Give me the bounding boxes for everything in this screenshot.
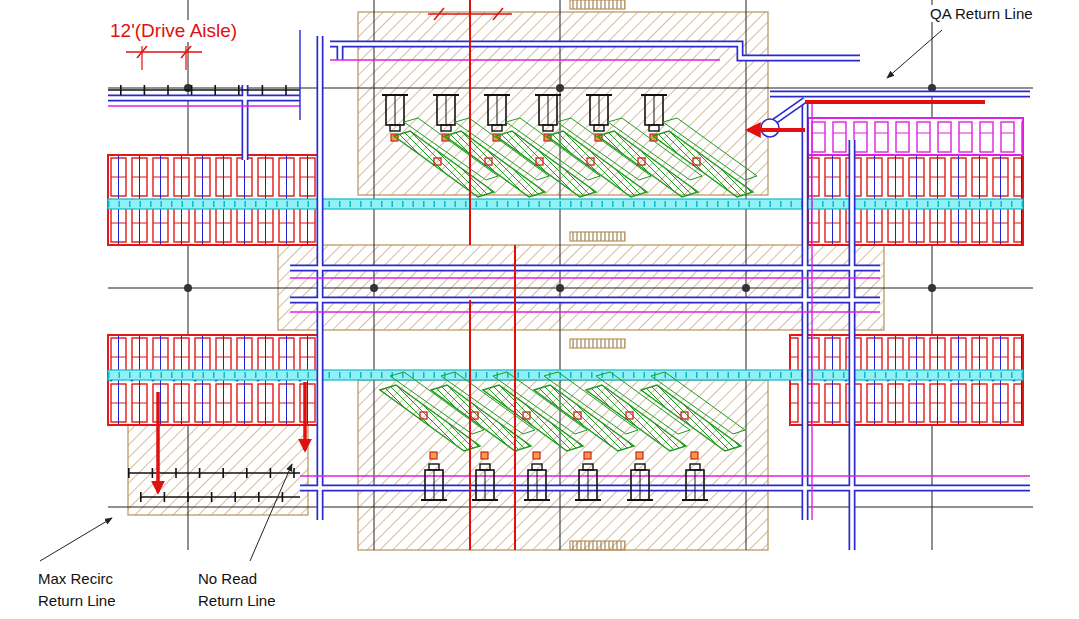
sorter-chutes xyxy=(380,95,757,500)
column-grid xyxy=(108,0,1033,550)
callout-label: QA Return Line xyxy=(928,5,1035,22)
callout-label: No Read Return Line xyxy=(196,568,296,612)
callout-label: Max Recirc Return Line xyxy=(36,568,136,612)
roller-conveyors xyxy=(108,30,300,497)
hatched-slabs xyxy=(128,0,884,550)
storage-racks xyxy=(108,118,1023,425)
dimension-label: 12'(Drive Aisle) xyxy=(108,20,239,42)
return-lines xyxy=(108,36,1030,550)
leader-lines xyxy=(40,30,942,561)
conveyor-belts xyxy=(108,199,1023,380)
red-markup xyxy=(126,0,985,550)
